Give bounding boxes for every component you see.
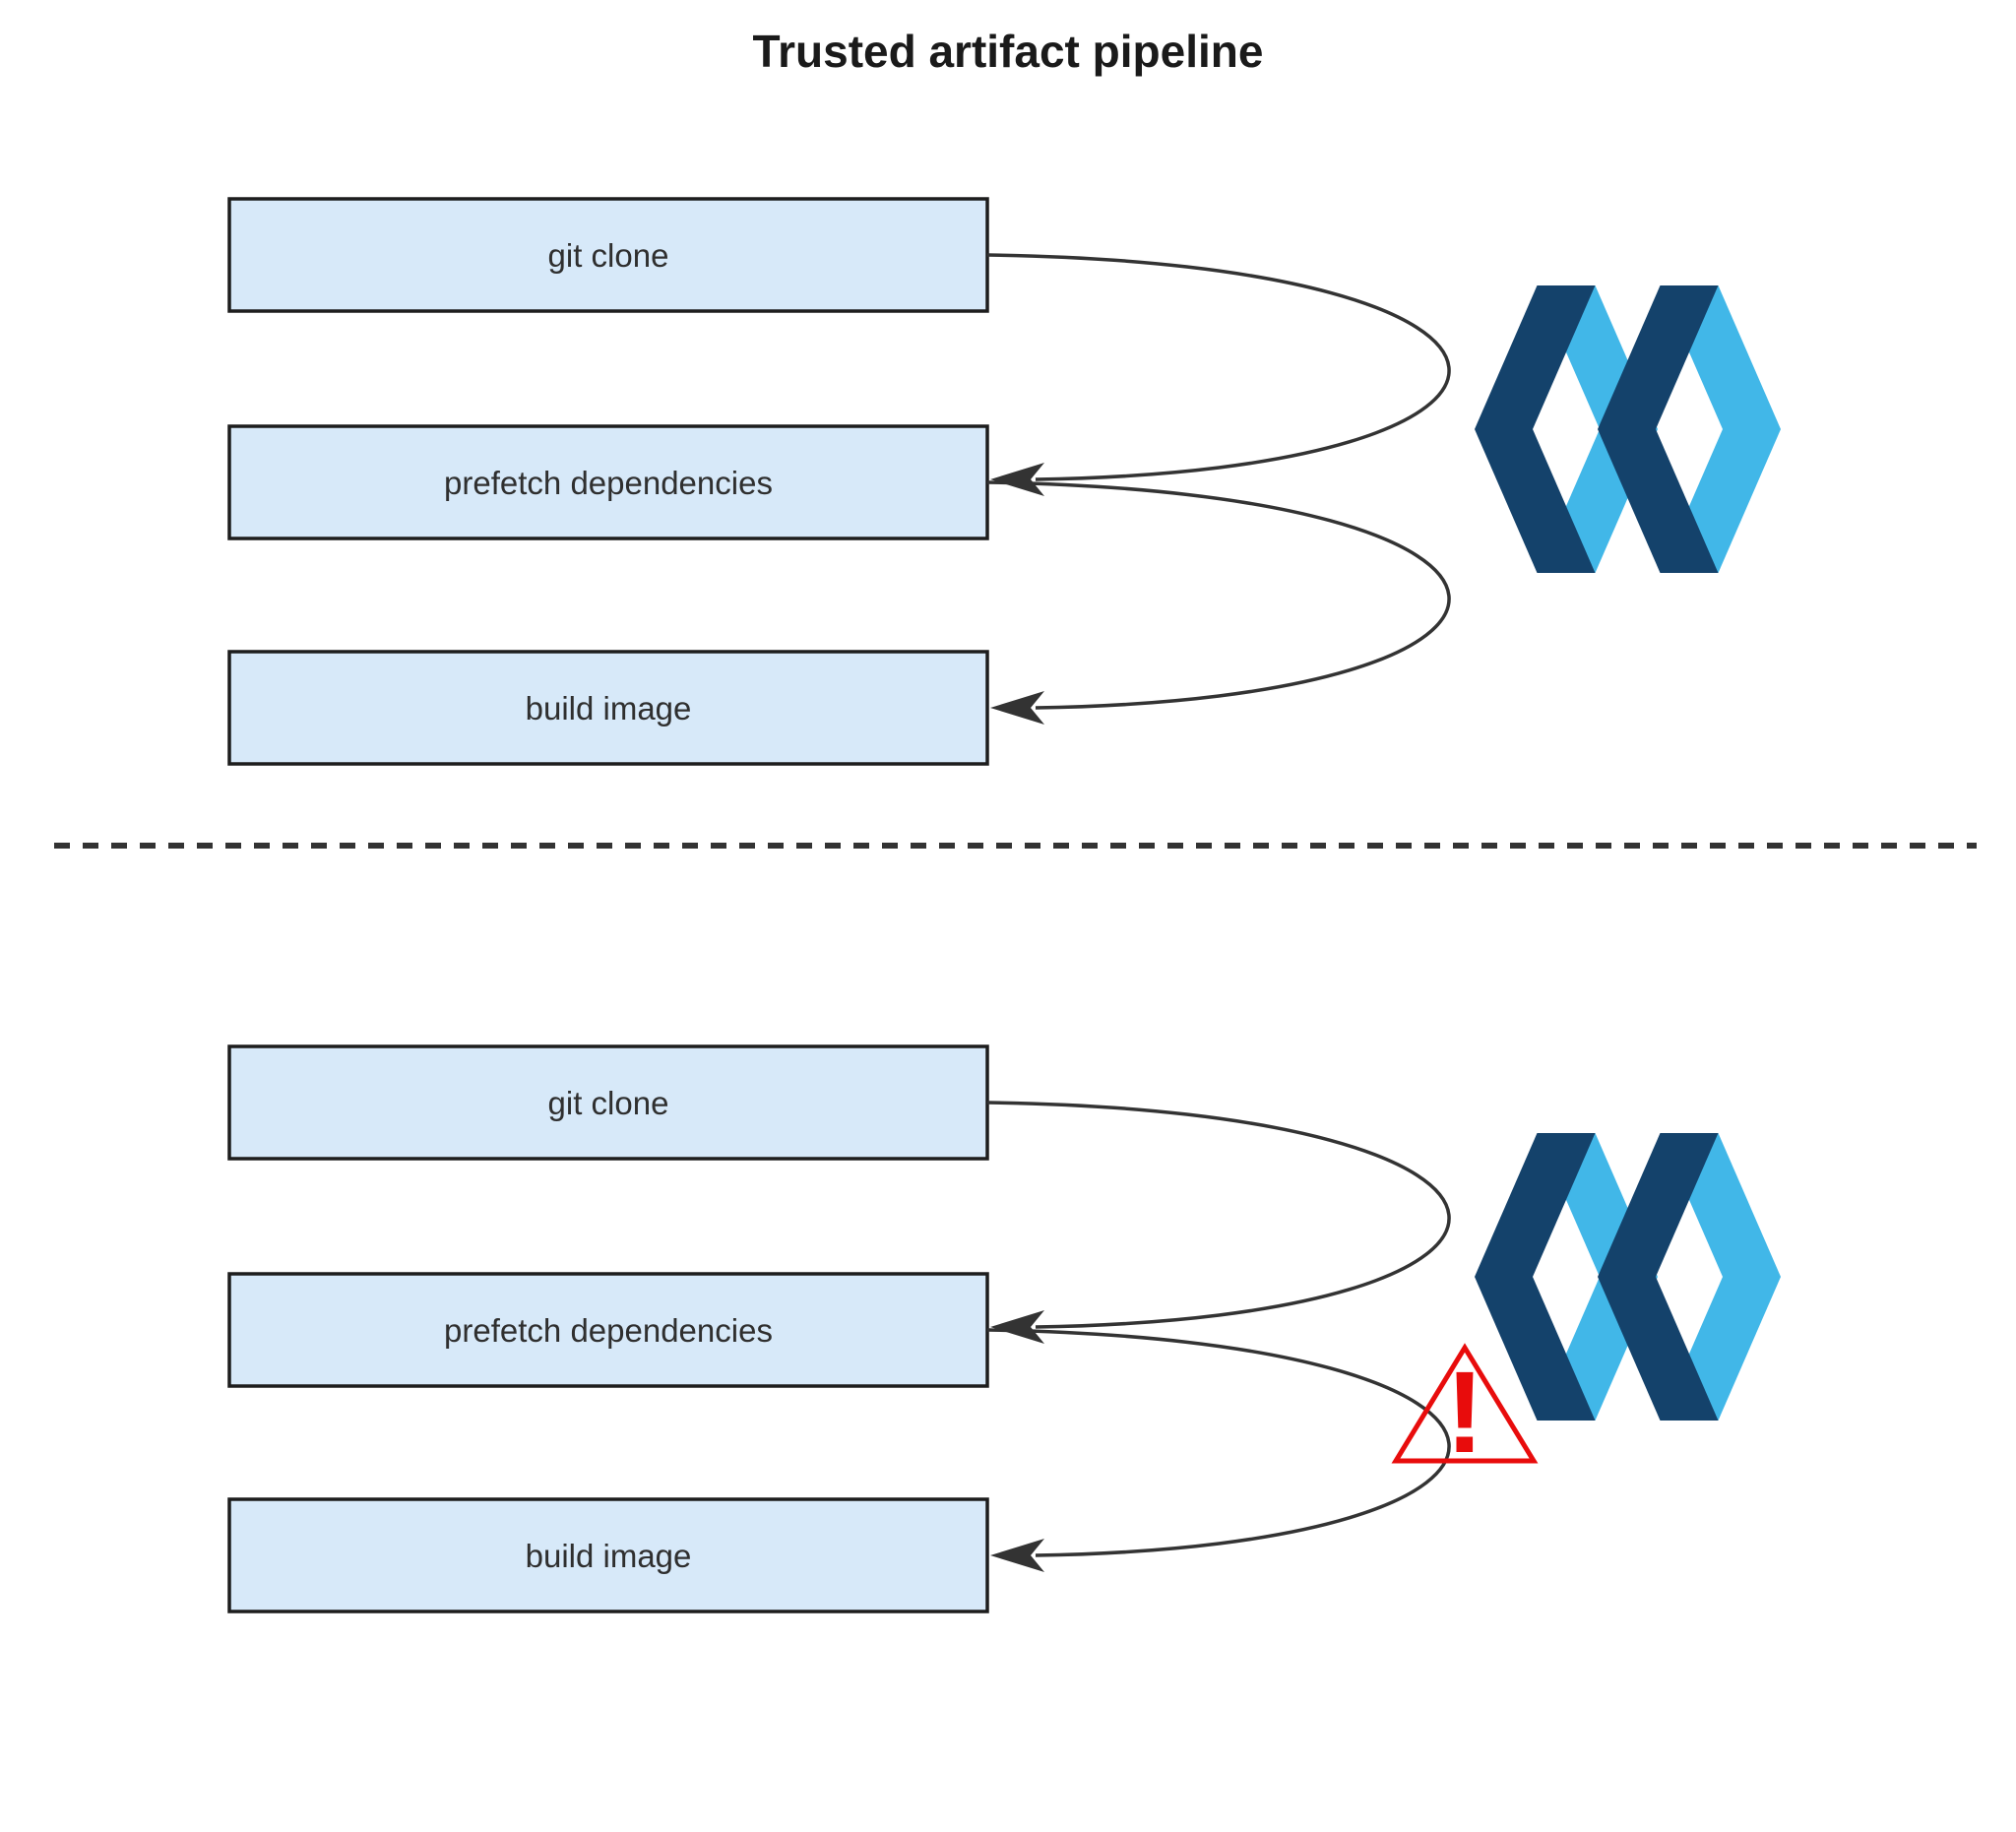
interlocked-diamonds-logo-icon: [1475, 1133, 1781, 1421]
task-label-git-clone: git clone: [548, 1085, 669, 1121]
section-trusted-pipeline: git clone prefetch dependencies build im…: [227, 197, 1781, 766]
warning-triangle-icon: !: [1391, 1343, 1539, 1478]
interlocked-diamonds-logo-icon: [1475, 285, 1781, 573]
task-label-git-clone: git clone: [548, 237, 669, 274]
task-box-git-clone: [227, 197, 989, 313]
task-label-prefetch-dependencies: prefetch dependencies: [444, 465, 773, 501]
flow-arrows: [985, 253, 1451, 726]
task-box-prefetch-dependencies: [227, 424, 989, 540]
warning-triangle-outline: [1391, 1343, 1539, 1464]
task-box-build-image: [227, 1497, 989, 1613]
task-box-build-image: [227, 650, 989, 766]
section-compromised-pipeline: git clone prefetch dependencies build im…: [227, 1044, 1781, 1613]
page-title: Trusted artifact pipeline: [753, 26, 1264, 77]
task-label-prefetch-dependencies: prefetch dependencies: [444, 1312, 773, 1349]
task-label-build-image: build image: [526, 690, 692, 726]
warning-exclamation: !: [1445, 1348, 1483, 1478]
task-label-build-image: build image: [526, 1538, 692, 1574]
flow-arrows: [985, 1101, 1451, 1574]
task-box-git-clone: [227, 1044, 989, 1161]
